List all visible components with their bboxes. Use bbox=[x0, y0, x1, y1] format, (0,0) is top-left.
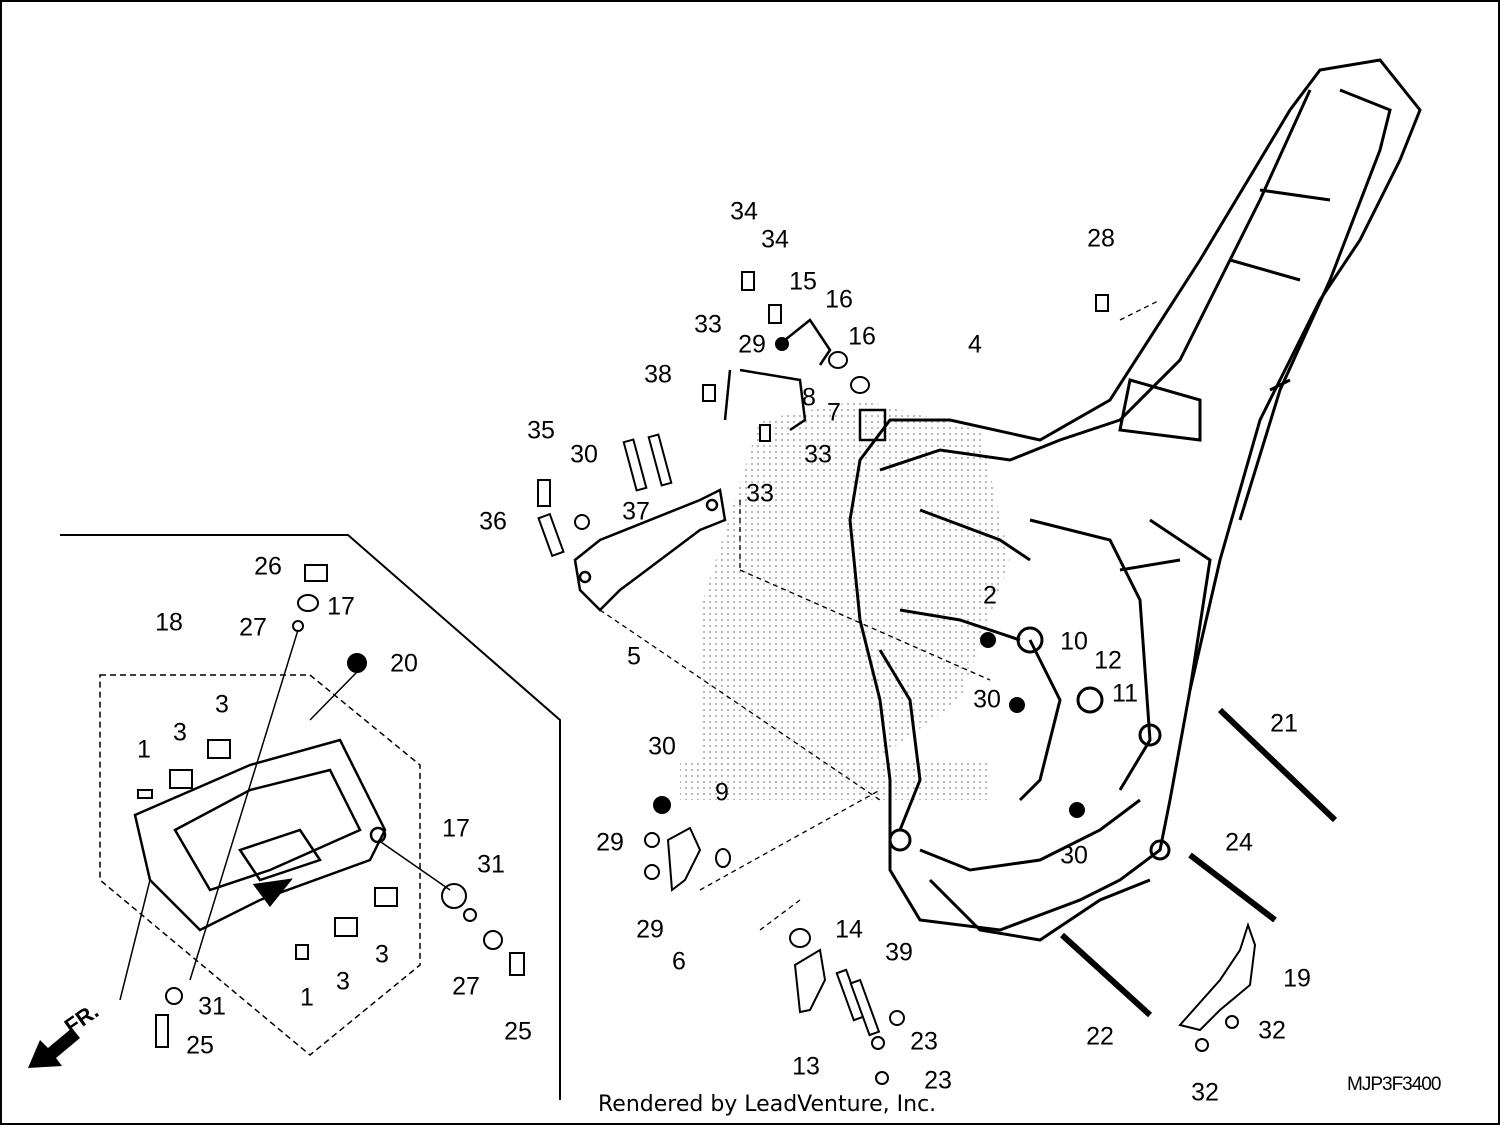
callout-27: 27 bbox=[452, 972, 480, 1001]
callout-20: 20 bbox=[390, 649, 418, 678]
callout-3: 3 bbox=[215, 690, 229, 719]
callout-1: 1 bbox=[300, 983, 314, 1012]
callout-31: 31 bbox=[477, 850, 505, 879]
upper-stays bbox=[723, 318, 887, 442]
callout-29: 29 bbox=[636, 915, 664, 944]
callout-32: 32 bbox=[1191, 1078, 1219, 1107]
callout-16: 16 bbox=[848, 322, 876, 351]
callout-4: 4 bbox=[968, 330, 982, 359]
callout-35: 35 bbox=[527, 416, 555, 445]
skid-plate-subassembly-box bbox=[60, 534, 561, 1100]
diagram-code: MJP3F3400 bbox=[1347, 1074, 1441, 1095]
callout-11: 11 bbox=[1112, 679, 1138, 708]
callout-30: 30 bbox=[570, 440, 598, 469]
clips bbox=[137, 564, 525, 1048]
callout-32: 32 bbox=[1258, 1016, 1286, 1045]
callout-13: 13 bbox=[792, 1052, 820, 1081]
callout-24: 24 bbox=[1225, 828, 1253, 857]
callout-2: 2 bbox=[983, 581, 997, 610]
callout-15: 15 bbox=[789, 267, 817, 296]
callout-17: 17 bbox=[327, 592, 355, 621]
callout-29: 29 bbox=[596, 828, 624, 857]
callout-28: 28 bbox=[1087, 224, 1115, 253]
callout-19: 19 bbox=[1283, 964, 1311, 993]
callout-12: 12 bbox=[1094, 646, 1122, 675]
rubber-pads bbox=[169, 739, 398, 937]
callout-1: 1 bbox=[137, 735, 151, 764]
callout-26: 26 bbox=[254, 552, 282, 581]
callout-7: 7 bbox=[827, 398, 841, 427]
callout-3: 3 bbox=[173, 718, 187, 747]
leader-lines-skid bbox=[119, 629, 451, 1001]
bolts-upper bbox=[537, 271, 1109, 818]
callout-34: 34 bbox=[761, 225, 789, 254]
callout-14: 14 bbox=[835, 915, 863, 944]
callout-37: 37 bbox=[622, 497, 650, 526]
brand-watermark bbox=[680, 400, 1010, 800]
callout-33: 33 bbox=[746, 479, 774, 508]
callout-38: 38 bbox=[644, 360, 672, 389]
callout-23: 23 bbox=[924, 1066, 952, 1095]
callout-17: 17 bbox=[442, 814, 470, 843]
callout-30: 30 bbox=[973, 685, 1001, 714]
callout-36: 36 bbox=[479, 507, 507, 536]
callout-27: 27 bbox=[239, 613, 267, 642]
callout-34: 34 bbox=[730, 197, 758, 226]
callout-5: 5 bbox=[627, 642, 641, 671]
render-credit: Rendered by LeadVenture, Inc. bbox=[598, 1092, 937, 1117]
callout-6: 6 bbox=[672, 947, 686, 976]
callout-22: 22 bbox=[1086, 1022, 1114, 1051]
forward-arrow-icon bbox=[28, 1028, 80, 1068]
callout-9: 9 bbox=[715, 778, 729, 807]
callout-30: 30 bbox=[1060, 841, 1088, 870]
skid-plate bbox=[133, 738, 387, 932]
callout-31: 31 bbox=[198, 992, 226, 1021]
callout-25: 25 bbox=[504, 1017, 532, 1046]
callout-29: 29 bbox=[738, 330, 766, 359]
callout-33: 33 bbox=[804, 440, 832, 469]
callout-23: 23 bbox=[910, 1027, 938, 1056]
callout-10: 10 bbox=[1060, 627, 1088, 656]
rear-fittings bbox=[1059, 707, 1338, 1052]
lower-fittings bbox=[644, 796, 905, 1085]
callout-3: 3 bbox=[375, 940, 389, 969]
reference-lines bbox=[599, 299, 1161, 931]
callout-18: 18 bbox=[155, 608, 183, 637]
callout-16: 16 bbox=[825, 285, 853, 314]
callout-30: 30 bbox=[648, 732, 676, 761]
main-frame bbox=[848, 58, 1422, 942]
front-engine-hanger bbox=[573, 488, 727, 612]
callout-8: 8 bbox=[802, 383, 816, 412]
callout-39: 39 bbox=[885, 938, 913, 967]
callout-21: 21 bbox=[1270, 709, 1298, 738]
callout-33: 33 bbox=[694, 310, 722, 339]
callout-25: 25 bbox=[186, 1031, 214, 1060]
callout-3: 3 bbox=[336, 967, 350, 996]
